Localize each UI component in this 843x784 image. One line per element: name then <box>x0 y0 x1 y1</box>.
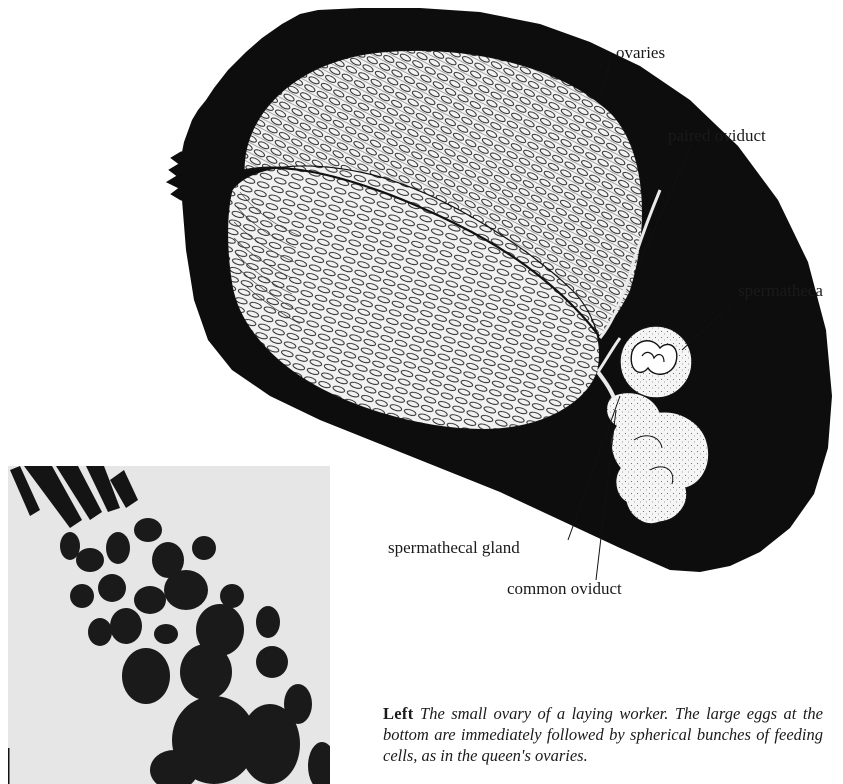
label-spermatheca: spermatheca <box>738 282 823 299</box>
figure-caption: Left The small ovary of a laying worker.… <box>383 703 823 766</box>
cut-edge <box>168 152 182 200</box>
label-paired-oviduct: paired oviduct <box>668 127 766 144</box>
label-spermathecal-gland: spermathecal gland <box>388 539 520 556</box>
caption-lead: Left <box>383 704 414 723</box>
label-common-oviduct: common oviduct <box>507 580 622 597</box>
worker-ovary-photo <box>8 466 336 784</box>
caption-text: The small ovary of a laying worker. The … <box>383 704 823 765</box>
label-ovaries: ovaries <box>616 44 665 61</box>
